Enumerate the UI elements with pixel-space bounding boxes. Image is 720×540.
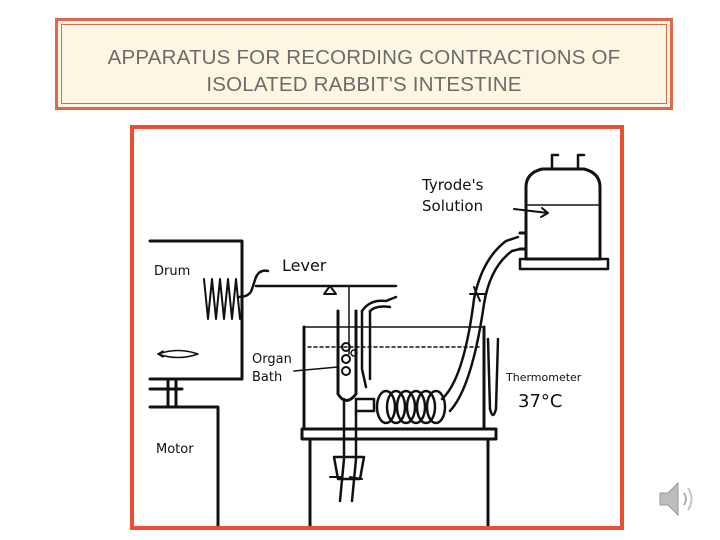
title-banner: APPARATUS FOR RECORDING CONTRACTIONS OF … [55,18,673,110]
tyrode-label-line1: Tyrode's [421,176,484,194]
drum-rotation-arrow [157,349,199,359]
lever-tip [236,269,270,299]
apparatus-diagram: Drum Lever Organ Bath Tyrode's Solution … [148,153,610,526]
speaker-icon[interactable] [656,476,700,527]
diagram-frame: Drum Lever Organ Bath Tyrode's Solution … [130,125,624,530]
table-top [300,427,498,441]
feed-tube [440,235,520,401]
title-line-2: ISOLATED RABBIT'S INTESTINE [206,73,522,96]
title-line-1: APPARATUS FOR RECORDING CONTRACTIONS OF [107,46,621,69]
motor-box [148,405,220,526]
lever-label: Lever [282,256,327,275]
drum-box [148,239,244,381]
heating-coil [375,389,447,425]
drain-tube [338,397,358,503]
inner-organ-bath [336,309,358,402]
drum-label: Drum [154,264,190,279]
temperature-label: 37°C [518,391,562,412]
lever-fulcrum [323,285,337,295]
tyrode-label-line2: Solution [422,197,483,215]
tyrode-reservoir [524,167,602,261]
drum-tracing [203,278,241,320]
organ-bath-label-line1: Organ [252,352,292,367]
motor-label: Motor [156,442,194,457]
thermometer-label: Thermometer [505,371,582,384]
table-legs [308,437,490,526]
organ-bath-label-line2: Bath [252,370,282,385]
thermometer [486,337,500,411]
